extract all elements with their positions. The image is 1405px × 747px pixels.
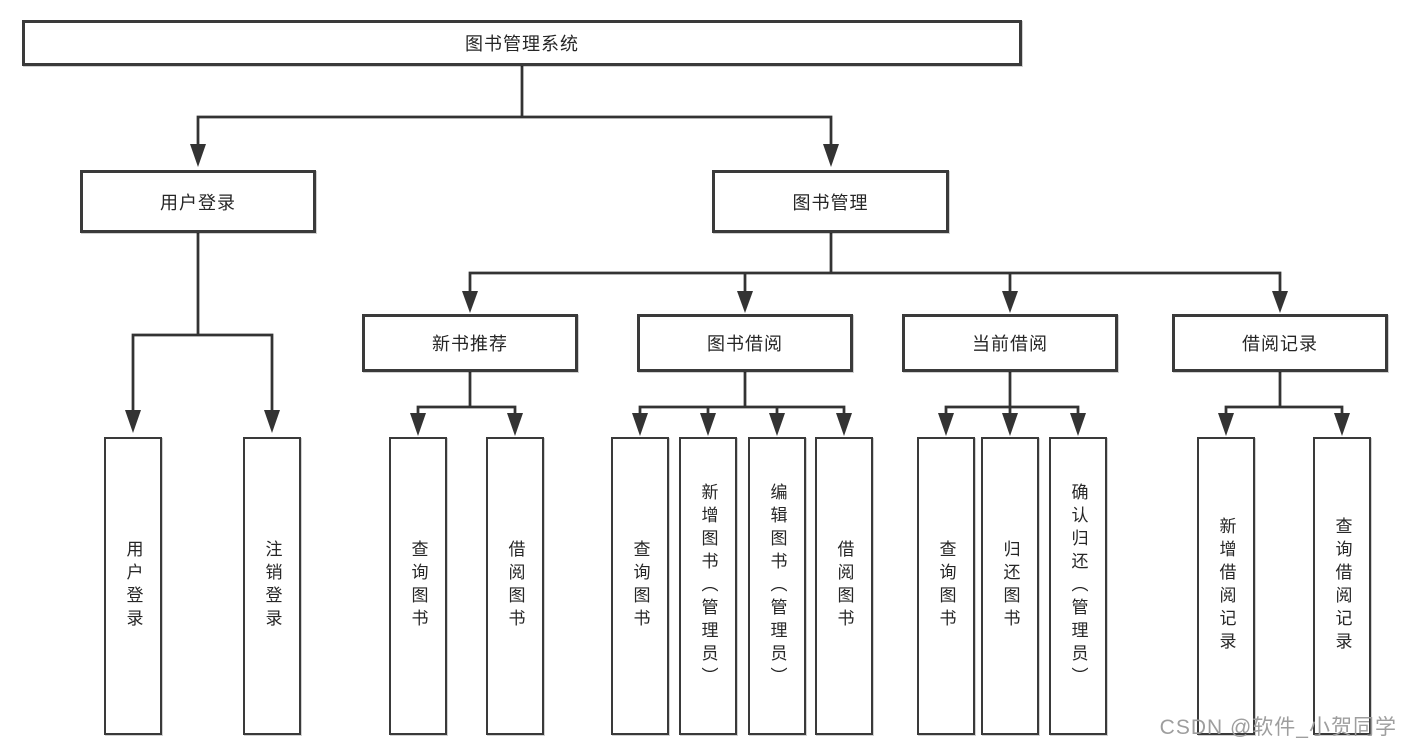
leaf-logout: 注销登录: [243, 437, 301, 735]
leaf-add-borrow-record: 新增借阅记录: [1197, 437, 1255, 735]
leaf-add-borrow-record-label: 新增借阅记录: [1216, 517, 1236, 655]
leaf-add-book-admin: 新增图书（管理员）: [679, 437, 737, 735]
leaf-confirm-return-admin: 确认归还（管理员）: [1049, 437, 1107, 735]
watermark: CSDN @软件_小贺同学: [1159, 716, 1397, 739]
leaf-edit-book-admin: 编辑图书（管理员）: [748, 437, 806, 735]
leaf-query-borrow-record-label: 查询借阅记录: [1332, 517, 1352, 655]
node-book-management-label: 图书管理: [792, 192, 869, 213]
leaf-return-book: 归还图书: [981, 437, 1039, 735]
node-book-borrow-label: 图书借阅: [707, 334, 783, 354]
node-borrow-records-label: 借阅记录: [1242, 334, 1318, 354]
leaf-logout-label: 注销登录: [262, 540, 282, 632]
node-borrow-records: 借阅记录: [1172, 314, 1388, 372]
leaf-query-books-recommend: 查询图书: [389, 437, 447, 735]
leaf-user-login-label: 用户登录: [123, 540, 143, 632]
node-user-login-label: 用户登录: [160, 192, 236, 213]
node-current-borrow-label: 当前借阅: [972, 334, 1048, 354]
node-root: 图书管理系统: [22, 20, 1022, 66]
node-book-borrow: 图书借阅: [637, 314, 853, 372]
node-root-label: 图书管理系统: [465, 34, 579, 54]
leaf-confirm-return-admin-label: 确认归还（管理员）: [1068, 482, 1088, 690]
node-book-management: 图书管理: [712, 170, 949, 233]
leaf-query-books-current: 查询图书: [917, 437, 975, 735]
leaf-query-books-borrow: 查询图书: [611, 437, 669, 735]
leaf-borrow-books: 借阅图书: [815, 437, 873, 735]
node-current-borrow: 当前借阅: [902, 314, 1118, 372]
leaf-query-books-recommend-label: 查询图书: [408, 540, 428, 632]
leaf-add-book-admin-label: 新增图书（管理员）: [698, 482, 718, 690]
leaf-borrow-books-label: 借阅图书: [834, 540, 854, 632]
leaf-return-book-label: 归还图书: [1000, 540, 1020, 632]
leaf-edit-book-admin-label: 编辑图书（管理员）: [767, 482, 787, 690]
leaf-borrow-books-recommend: 借阅图书: [486, 437, 544, 735]
node-user-login: 用户登录: [80, 170, 316, 233]
leaf-user-login: 用户登录: [104, 437, 162, 735]
leaf-query-books-current-label: 查询图书: [936, 540, 956, 632]
node-new-book-recommend-label: 新书推荐: [432, 334, 508, 354]
arrowheads: [125, 144, 1350, 436]
node-new-book-recommend: 新书推荐: [362, 314, 578, 372]
leaf-borrow-books-recommend-label: 借阅图书: [505, 540, 525, 632]
leaf-query-books-borrow-label: 查询图书: [630, 540, 650, 632]
leaf-query-borrow-record: 查询借阅记录: [1313, 437, 1371, 735]
